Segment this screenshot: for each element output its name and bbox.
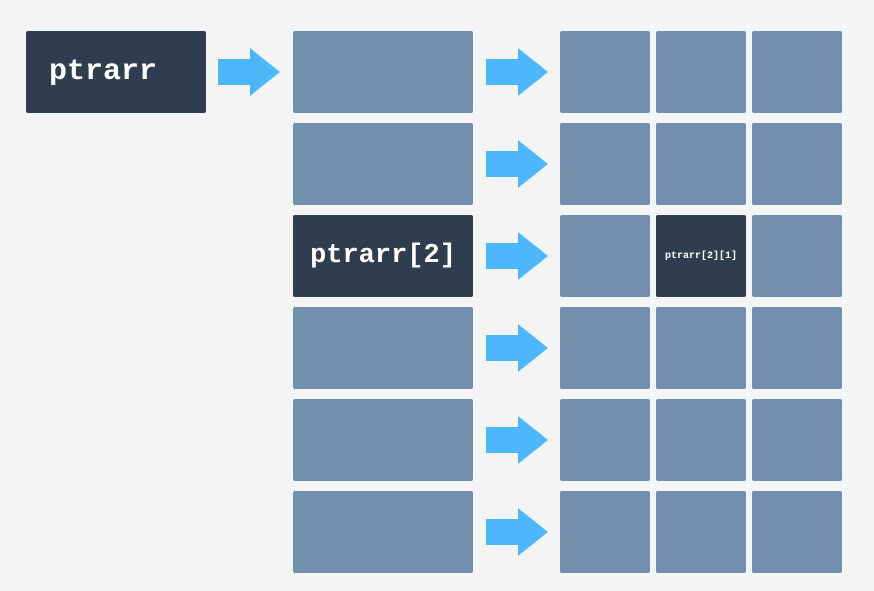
row-pointer-1 bbox=[293, 123, 473, 205]
row-pointer-3 bbox=[293, 307, 473, 389]
arrow-icon-row-5 bbox=[486, 508, 548, 556]
grid-cell bbox=[560, 491, 650, 573]
grid-cell bbox=[560, 307, 650, 389]
arrow-icon-row-3 bbox=[486, 324, 548, 372]
row-pointer-2: ptrarr[2] bbox=[293, 215, 473, 297]
grid-cell bbox=[752, 399, 842, 481]
root-pointer-box: ptrarr bbox=[26, 31, 206, 113]
grid-cell bbox=[656, 399, 746, 481]
root-pointer-label: ptrarr bbox=[48, 55, 158, 89]
grid-cell bbox=[752, 215, 842, 297]
arrow-icon-row-0 bbox=[486, 48, 548, 96]
grid-cell bbox=[752, 307, 842, 389]
grid-cell bbox=[560, 31, 650, 113]
grid-cell bbox=[656, 31, 746, 113]
grid-cell bbox=[560, 399, 650, 481]
arrow-icon-row-1 bbox=[486, 140, 548, 188]
grid-cell bbox=[752, 31, 842, 113]
row-pointer-4 bbox=[293, 399, 473, 481]
grid-cell bbox=[656, 307, 746, 389]
grid-cell bbox=[656, 491, 746, 573]
grid-cell-highlighted: ptrarr[2][1] bbox=[656, 215, 746, 297]
row-pointer-0 bbox=[293, 31, 473, 113]
grid-cell bbox=[560, 215, 650, 297]
arrow-icon-root bbox=[218, 48, 280, 96]
grid-cell bbox=[560, 123, 650, 205]
row-pointer-label: ptrarr[2] bbox=[310, 241, 456, 271]
grid-cell bbox=[656, 123, 746, 205]
arrow-icon-row-2 bbox=[486, 232, 548, 280]
row-pointer-5 bbox=[293, 491, 473, 573]
grid-cell bbox=[752, 123, 842, 205]
grid-cell-label: ptrarr[2][1] bbox=[664, 250, 737, 262]
grid-cell bbox=[752, 491, 842, 573]
arrow-icon-row-4 bbox=[486, 416, 548, 464]
